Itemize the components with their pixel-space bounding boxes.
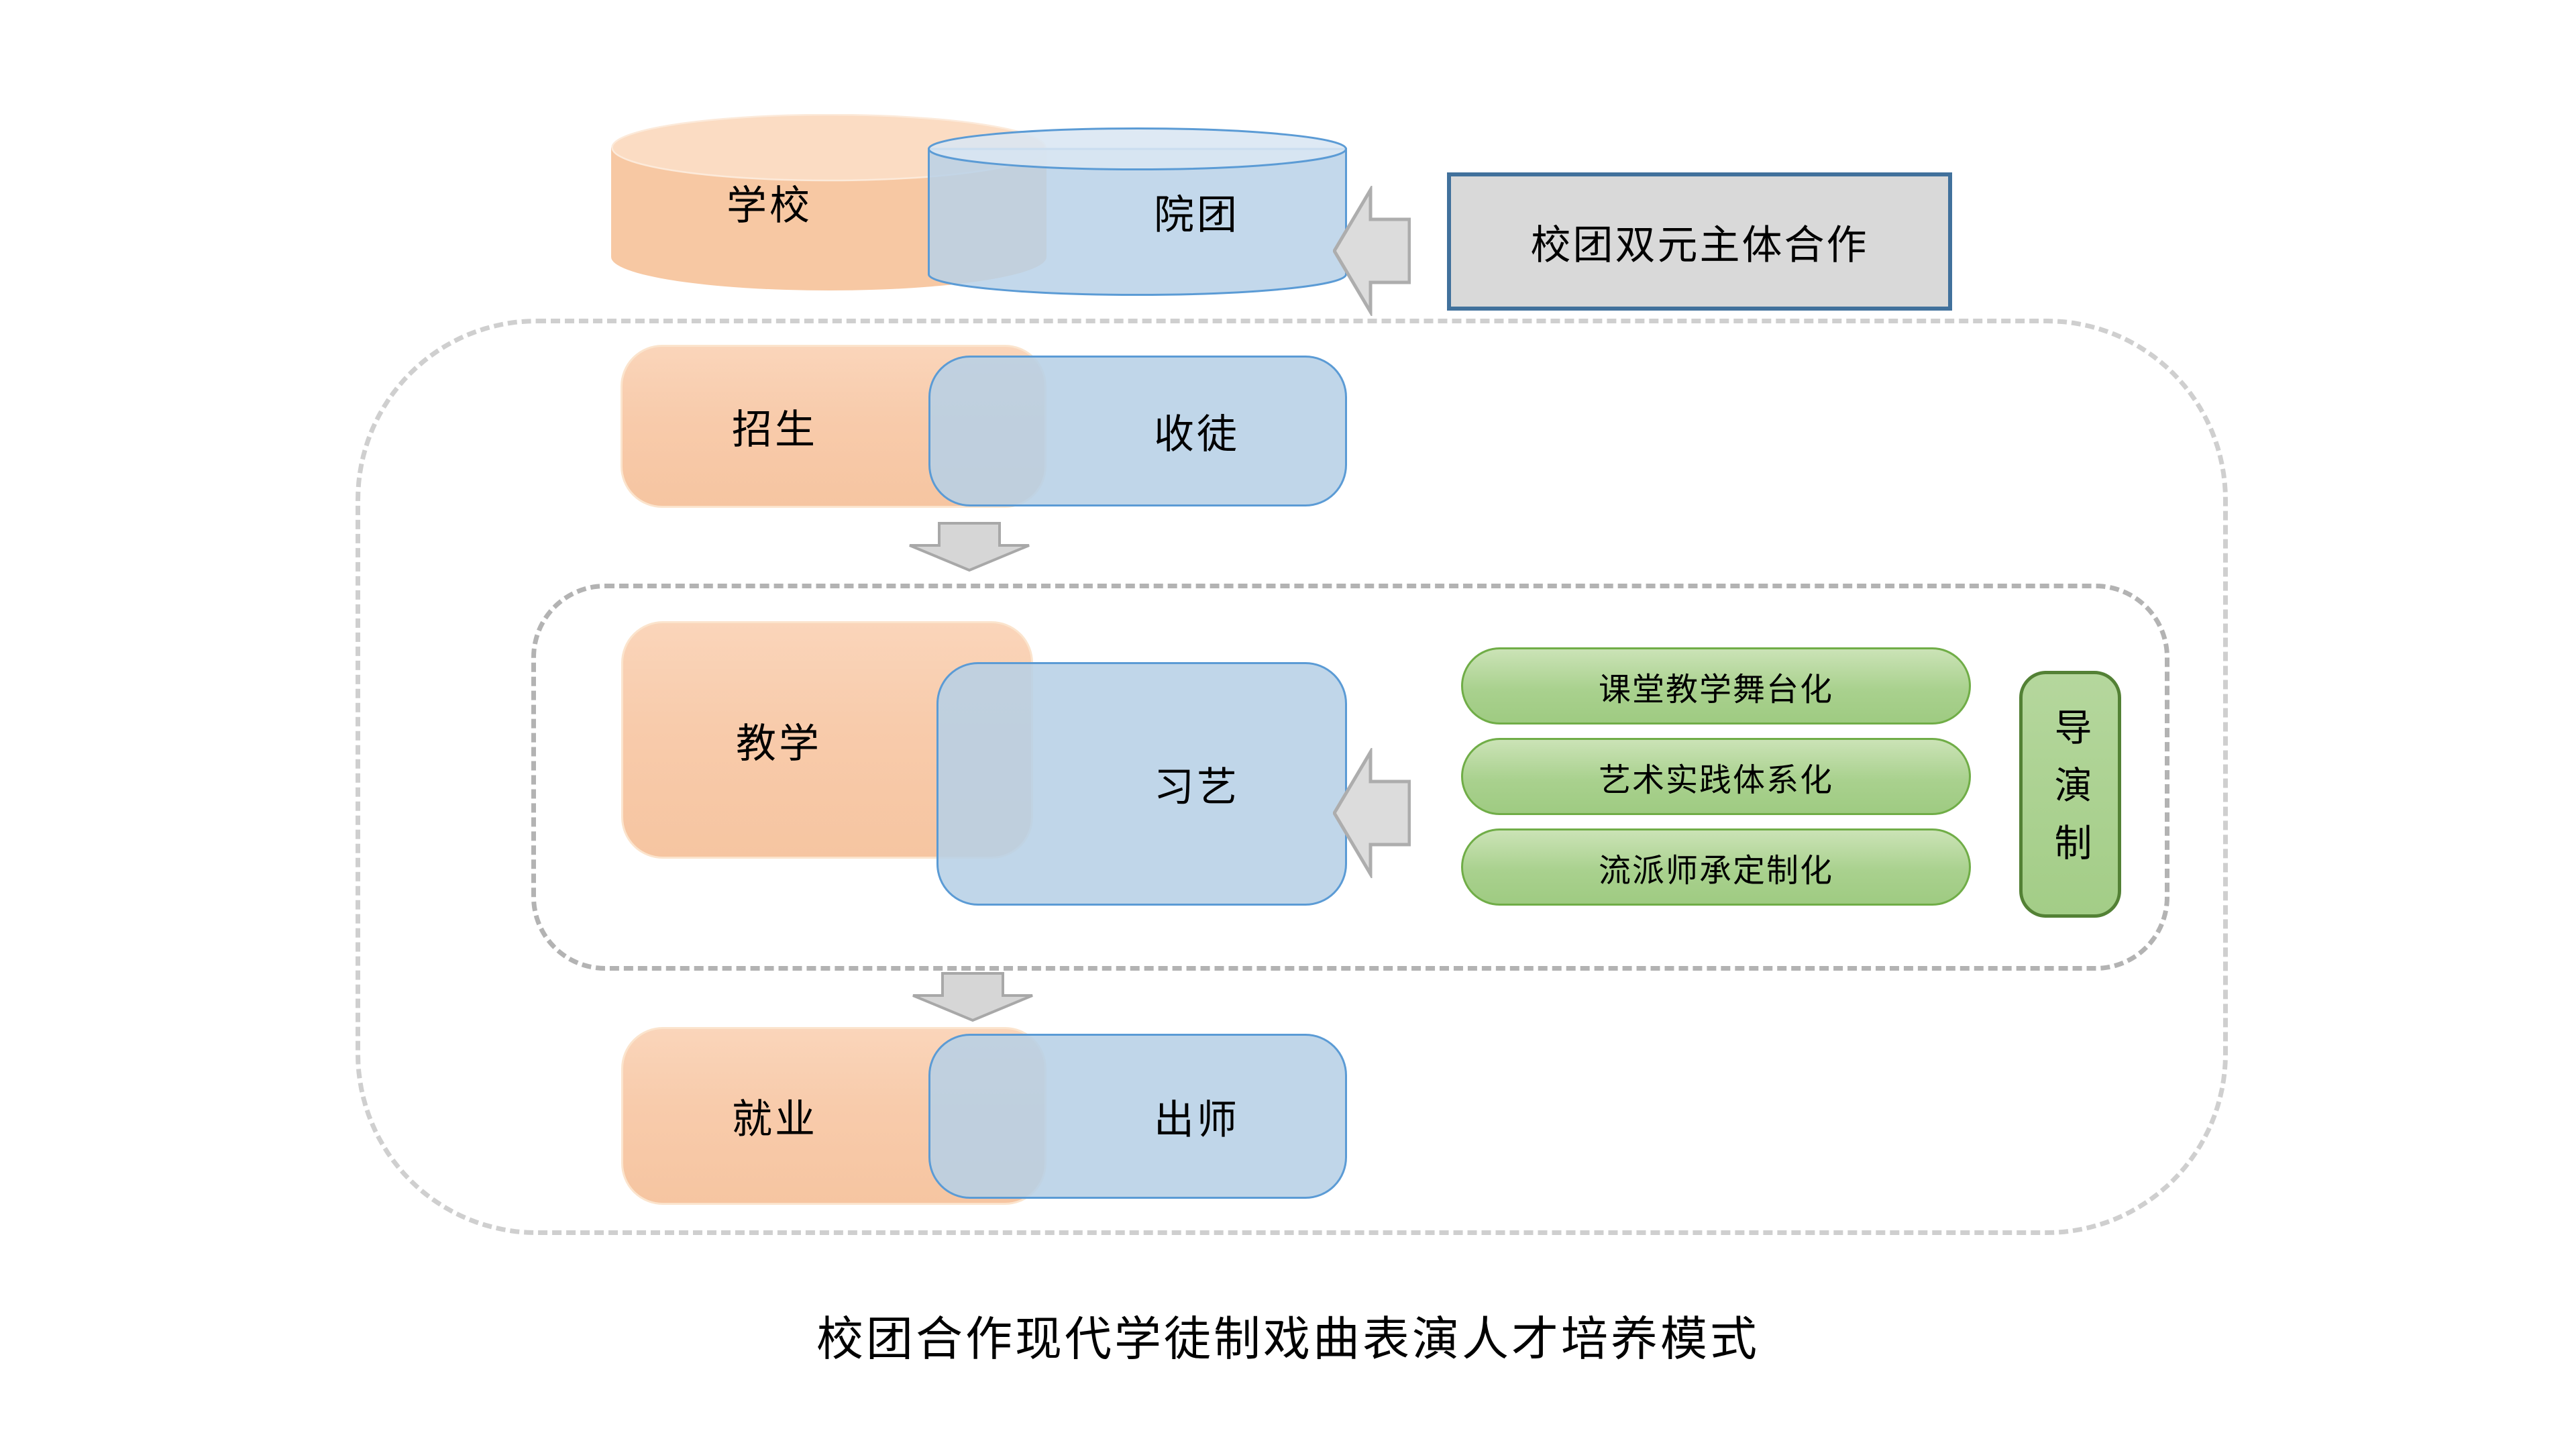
teaching-stage-dashed-frame (531, 584, 2169, 971)
diagram-title: 校团合作现代学徒制戏曲表演人才培养模式 (816, 1313, 1760, 1365)
employ-school-label: 就业 (732, 1097, 818, 1142)
teaching-method-pill: 课堂教学舞台化 (1461, 647, 1971, 724)
employ-troupe-box (928, 1034, 1347, 1199)
arrow-down-icon (909, 522, 1030, 572)
troupe-label: 院团 (1154, 193, 1240, 237)
outer-process-dashed-frame (356, 319, 2228, 1235)
cooperation-label: 校团双元主体合作 (1530, 222, 1869, 268)
cooperation-box: 校团双元主体合作 (1447, 172, 1952, 311)
teach-troupe-label: 习艺 (1154, 765, 1240, 810)
arrow-left-icon (1333, 186, 1411, 316)
teaching-method-label: 流派师承定制化 (1598, 853, 1833, 889)
teach-school-label: 教学 (736, 720, 822, 766)
arrow-left-icon (1333, 748, 1411, 878)
teaching-method-pill: 流派师承定制化 (1461, 828, 1971, 906)
enroll-troupe-box (928, 356, 1347, 506)
teaching-method-label: 课堂教学舞台化 (1598, 672, 1833, 708)
director-system-box: 导演制 (2019, 671, 2121, 918)
enroll-school-label: 招生 (732, 407, 818, 452)
employ-troupe-label: 出师 (1154, 1097, 1240, 1142)
troupe-cylinder-top (928, 127, 1347, 170)
teach-troupe-box (936, 662, 1347, 906)
troupe-cylinder-body (928, 148, 1347, 296)
enroll-troupe-label: 收徒 (1154, 412, 1240, 457)
school-label: 学校 (727, 183, 812, 228)
teaching-method-label: 艺术实践体系化 (1598, 762, 1833, 798)
arrow-down-icon (912, 972, 1033, 1022)
troupe-cylinder (928, 127, 1347, 296)
director-system-label: 导演制 (2049, 708, 2092, 881)
teaching-method-pill: 艺术实践体系化 (1461, 738, 1971, 815)
